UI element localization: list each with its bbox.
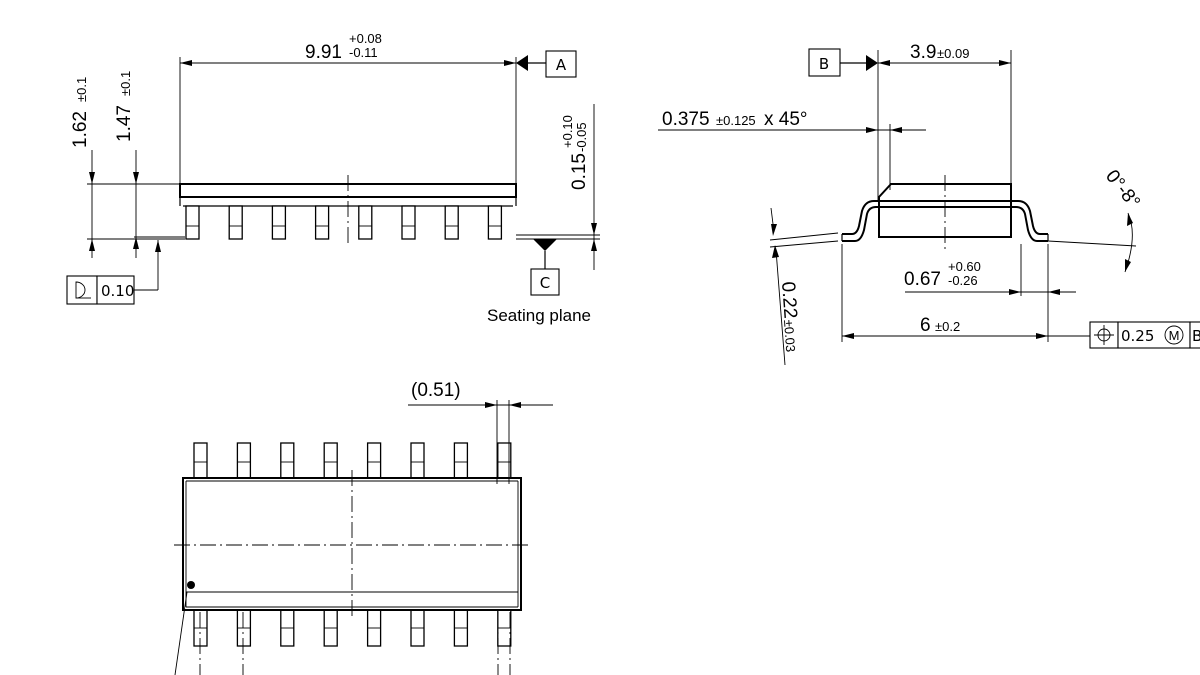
side-lead — [444, 205, 459, 240]
chamfer-tol: ±0.125 — [716, 113, 756, 128]
body-height-tol: ±0.1 — [118, 71, 133, 96]
position-tol-modifier: M — [1169, 328, 1180, 343]
standoff-minus-tol: -0.05 — [574, 122, 589, 152]
side-lead — [358, 205, 373, 240]
chamfer-suffix: x 45° — [764, 109, 808, 130]
flatness-symbol-icon — [75, 281, 86, 299]
top-lead — [323, 442, 338, 480]
lead-angle-label: 0°-8° — [1101, 166, 1144, 213]
top-lead — [236, 442, 252, 480]
body-height-nominal: 1.47 — [114, 105, 135, 142]
lead-profile-lower — [842, 200, 1048, 235]
pin1-leader — [174, 591, 188, 675]
position-tol-datum: B — [1192, 327, 1200, 345]
top-lead — [280, 442, 295, 480]
side-lead — [228, 205, 243, 240]
total-height-tol: ±0.1 — [74, 77, 89, 102]
end-view: B 3.9 ±0.09 0.375 ±0.125 x 45° 0°-8° 0.2… — [658, 42, 1200, 366]
side-lead — [401, 205, 416, 240]
datum-a-label: A — [556, 56, 567, 74]
position-tol-value: 0.25 — [1121, 327, 1154, 345]
length-minus-tol: -0.11 — [349, 45, 378, 60]
pin1-marker — [187, 581, 195, 589]
lead-width-ref: (0.51) — [411, 380, 461, 401]
top-lead — [453, 442, 469, 480]
side-lead — [185, 205, 200, 240]
standoff-plus-tol: +0.10 — [560, 115, 575, 148]
lead-thickness-tol: ±0.03 — [781, 319, 798, 352]
foot-length-plus-tol: +0.60 — [948, 259, 981, 274]
overall-width-nominal: 6 — [920, 315, 931, 336]
mmc-modifier-icon — [1164, 325, 1184, 345]
lead-profile-upper — [842, 206, 1048, 242]
lead-thickness-nominal: 0.22 — [777, 281, 801, 319]
top-lead — [193, 442, 208, 480]
top-lead — [410, 442, 425, 480]
total-height-nominal: 1.62 — [70, 111, 91, 148]
body-width-tol: ±0.09 — [937, 46, 969, 61]
datum-a-triangle — [516, 55, 528, 71]
side-lead — [271, 205, 287, 240]
seating-plane-label: Seating plane — [487, 306, 591, 325]
top-lead — [366, 442, 382, 480]
top-view: (0.51) — [174, 380, 553, 675]
datum-c-label: C — [540, 274, 550, 292]
foot-length-minus-tol: -0.26 — [948, 273, 978, 288]
side-lead — [487, 205, 503, 240]
length-plus-tol: +0.08 — [349, 31, 382, 46]
overall-width-tol: ±0.2 — [935, 319, 960, 334]
body-width-nominal: 3.9 — [910, 42, 936, 63]
side-leads — [185, 205, 503, 240]
datum-c-triangle — [533, 239, 557, 251]
datum-b-triangle — [866, 55, 878, 71]
standoff-nominal: 0.15 — [569, 153, 590, 190]
flatness-value: 0.10 — [101, 282, 134, 300]
side-lead — [314, 205, 330, 240]
chamfer-nominal: 0.375 — [662, 109, 710, 130]
foot-length-nominal: 0.67 — [904, 269, 941, 290]
length-nominal: 9.91 — [305, 42, 342, 63]
side-view: 9.91 +0.08 -0.11 A 1.62 ±0.1 1.47 ±0.1 0… — [66, 31, 600, 325]
datum-b-label: B — [819, 55, 829, 73]
